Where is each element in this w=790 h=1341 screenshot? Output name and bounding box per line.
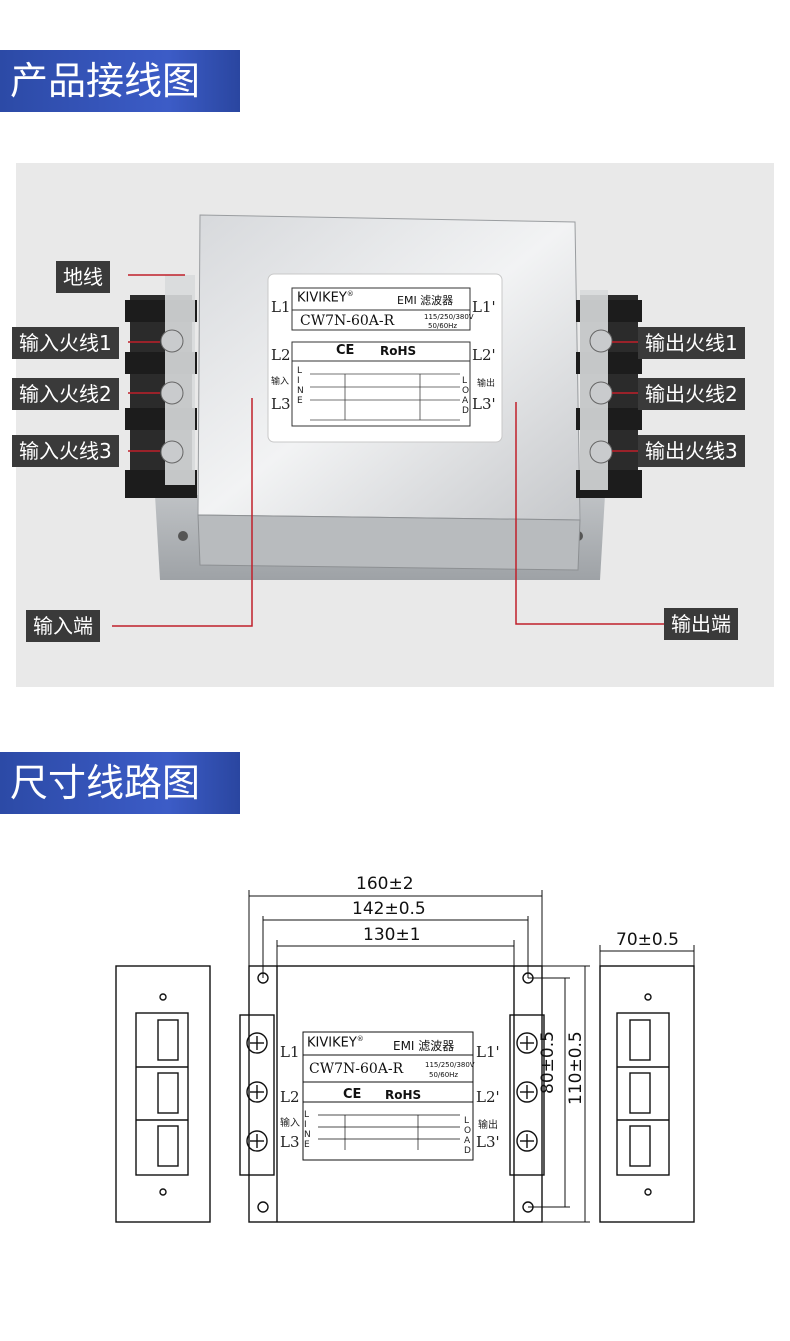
- drawing-label-product: EMI 滤波器: [393, 1039, 455, 1053]
- callout-ground: 地线: [56, 261, 110, 293]
- callout-output-side: 输出端: [664, 608, 738, 640]
- label-output-cn: 输出: [477, 379, 496, 389]
- label-l3: L3: [271, 395, 291, 413]
- label-l1p: L1': [472, 298, 496, 316]
- dimension-lines: [248, 890, 695, 1223]
- label-rating-hz: 50/60Hz: [428, 322, 458, 330]
- drawing-label-l1: L1: [280, 1043, 300, 1061]
- dim-height-inner: 80±0.5: [538, 1031, 558, 1094]
- callout-input-live-2: 输入火线2: [12, 378, 119, 410]
- dimension-drawing: [115, 890, 695, 1223]
- callout-output-live-2: 输出火线2: [638, 378, 745, 410]
- filter-photo-illustration: [112, 214, 666, 627]
- drawing-label-brand: KIVIKEY®: [307, 1035, 364, 1051]
- photo-schematic: [310, 373, 460, 421]
- label-l2p: L2': [472, 346, 496, 364]
- drawing-label-rating-v: 115/250/380V: [425, 1061, 475, 1069]
- drawing-ce-mark: CE: [343, 1087, 362, 1102]
- drawing-label-l3p: L3': [476, 1133, 500, 1151]
- drawing-rohs-mark: RoHS: [385, 1088, 422, 1102]
- label-l1: L1: [271, 298, 291, 316]
- label-load-letters: L O A D: [462, 376, 470, 416]
- callout-output-live-3: 输出火线3: [638, 435, 745, 467]
- right-side-view: [599, 965, 695, 1223]
- label-input-cn: 输入: [271, 377, 290, 387]
- drawing-label-input-cn: 输入: [280, 1118, 300, 1129]
- screw-icon: [589, 381, 613, 405]
- left-side-view: [115, 965, 211, 1223]
- front-view: [248, 965, 543, 1223]
- screw-icon: [589, 440, 613, 464]
- ce-mark: CE: [336, 343, 355, 358]
- dim-mount: 142±0.5: [352, 899, 426, 919]
- drawing-label-l3: L3: [280, 1133, 300, 1151]
- callout-input-side: 输入端: [26, 610, 100, 642]
- dim-height-outer: 110±0.5: [566, 1031, 586, 1105]
- drawing-label-load-letters: L O A D: [464, 1116, 472, 1156]
- label-l2: L2: [271, 346, 291, 364]
- mount-hole-icon: [178, 531, 188, 541]
- label-brand: KIVIKEY®: [297, 290, 354, 306]
- drawing-label-line-letters: L I N E: [304, 1110, 311, 1150]
- drawing-label-l1p: L1': [476, 1043, 500, 1061]
- drawing-label-l2p: L2': [476, 1088, 500, 1106]
- rohs-mark: RoHS: [380, 344, 417, 358]
- label-model: CW7N-60A-R: [300, 313, 395, 329]
- drawing-label-l2: L2: [280, 1088, 300, 1106]
- wiring-section-title: 产品接线图: [0, 50, 240, 112]
- screw-icon: [589, 329, 613, 353]
- dim-body: 130±1: [363, 925, 421, 945]
- screw-icon: [160, 440, 184, 464]
- screw-icon: [160, 329, 184, 353]
- label-l3p: L3': [472, 395, 496, 413]
- callout-input-live-1: 输入火线1: [12, 327, 119, 359]
- callout-input-live-3: 输入火线3: [12, 435, 119, 467]
- callout-output-live-1: 输出火线1: [638, 327, 745, 359]
- label-product: EMI 滤波器: [397, 294, 454, 307]
- leader-lines: [112, 274, 666, 627]
- drawing-label-model: CW7N-60A-R: [309, 1061, 404, 1077]
- screw-icon: [160, 381, 184, 405]
- drawing-label-output-cn: 输出: [478, 1120, 498, 1131]
- drawing-label-rating-hz: 50/60Hz: [429, 1071, 459, 1079]
- dim-depth: 70±0.5: [616, 930, 679, 950]
- label-rating-v: 115/250/380V: [424, 313, 474, 321]
- dim-overall: 160±2: [356, 874, 414, 894]
- dimension-section-title: 尺寸线路图: [0, 752, 240, 814]
- label-line-letters: L I N E: [297, 366, 304, 406]
